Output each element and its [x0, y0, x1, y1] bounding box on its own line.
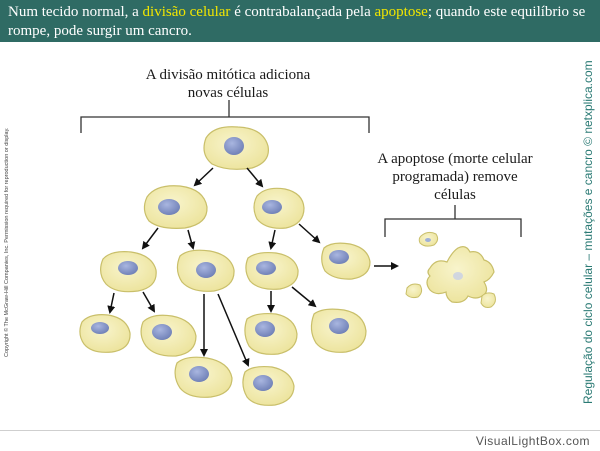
cell-level2-right	[253, 187, 305, 229]
mitosis-caption: A divisão mitótica adiciona novas célula…	[128, 66, 328, 102]
nucleus	[152, 324, 172, 340]
nucleus	[91, 322, 109, 334]
arrow	[141, 227, 159, 250]
nucleus	[255, 321, 275, 337]
arrow	[298, 223, 321, 244]
mitosis-caption-line2: novas células	[187, 85, 269, 101]
arrow	[193, 167, 214, 187]
nucleus	[329, 250, 349, 264]
nucleus	[189, 366, 209, 382]
nucleus	[329, 318, 349, 334]
nucleus	[158, 199, 180, 215]
header-highlight-cell-division: divisão celular	[142, 4, 231, 20]
arrow	[291, 286, 317, 308]
arrow	[217, 293, 250, 367]
mitosis-caption-line1: A divisão mitótica adiciona	[145, 67, 311, 83]
nucleus	[253, 375, 273, 391]
header-text-part3: ; quando este equilíbrio se rompe, pode …	[8, 4, 586, 39]
footer-bar: VisualLightBox.com	[0, 430, 600, 451]
nucleus	[262, 200, 282, 214]
header-text-part1: Num tecido normal, a	[8, 4, 143, 20]
cell-level3-a	[100, 251, 157, 293]
cell-level2-left	[143, 185, 208, 229]
apoptosis-caption-line2: programada) remove	[392, 169, 518, 185]
header-banner: Num tecido normal, a divisão celular é c…	[0, 0, 600, 42]
apoptotic-cell-fragments	[405, 231, 496, 308]
nucleus	[224, 137, 244, 155]
cell-level4-e	[174, 356, 233, 398]
nucleus	[256, 261, 276, 275]
arrow	[246, 167, 264, 188]
nucleus	[196, 262, 216, 278]
arrow	[107, 292, 116, 314]
cell-level3-d	[321, 242, 371, 280]
division-arrows	[107, 167, 399, 367]
arrow	[142, 291, 156, 313]
cell-level3-c	[245, 251, 299, 290]
cell-top	[203, 126, 270, 170]
nucleus	[118, 261, 138, 275]
apoptosis-caption-line1: A apoptose (morte celular	[377, 151, 533, 167]
header-text-part2: é contrabalançada pela	[230, 4, 375, 20]
cell-level4-b	[140, 314, 197, 357]
apoptosis-caption-line3: células	[434, 187, 476, 203]
watermark-link[interactable]: VisualLightBox.com	[475, 434, 590, 448]
cell-level4-f	[242, 365, 295, 406]
cell-level3-b	[176, 249, 235, 292]
mitosis-bracket	[80, 100, 370, 133]
cell-level4-a	[79, 314, 131, 353]
cell-level4-c	[244, 312, 298, 355]
apoptosis-bracket	[384, 205, 522, 237]
arrow	[187, 229, 196, 250]
arrow	[268, 229, 277, 250]
cell-level4-d	[310, 308, 367, 353]
header-highlight-apoptosis: apoptose	[374, 4, 428, 20]
apoptosis-caption: A apoptose (morte celular programada) re…	[360, 150, 550, 204]
